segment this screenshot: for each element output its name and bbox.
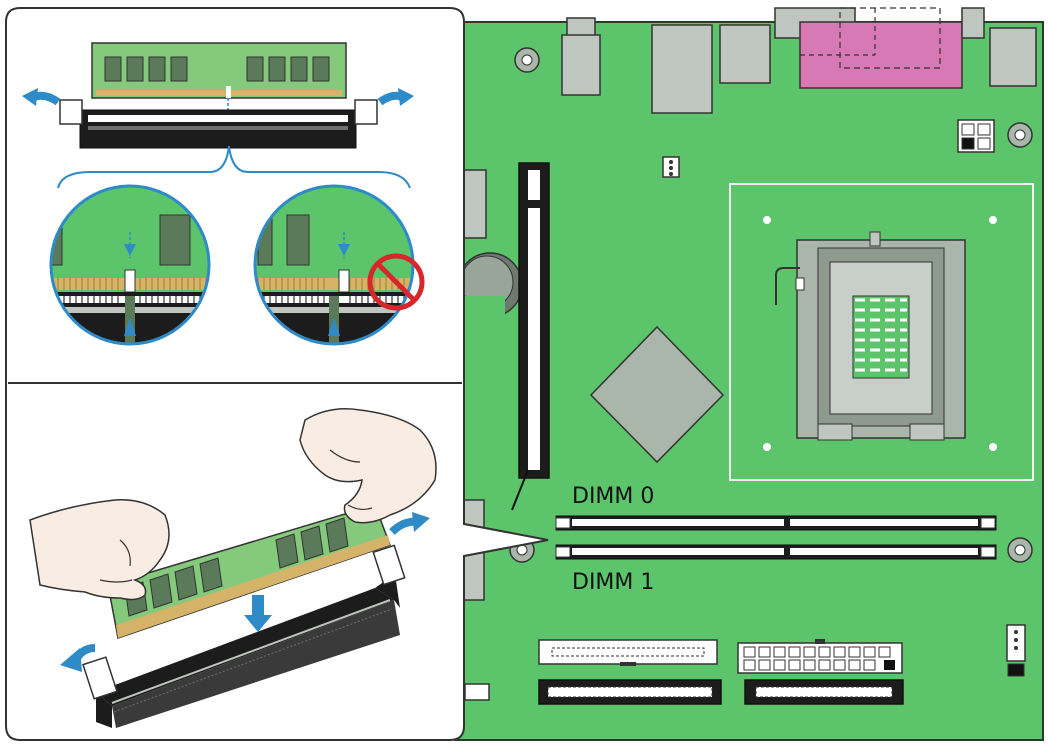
dimm-slot-perspective [82,544,406,728]
parallel-port [799,21,963,89]
left-hand [29,499,170,601]
module-alignment-detail [22,42,414,189]
prohibited-icon [367,253,425,311]
chipset-heatsink [589,325,725,464]
cpu-socket [729,183,1034,481]
side-header [463,169,487,239]
up-arrow-icon [328,318,340,336]
dimm-slot-1 [555,544,997,560]
right-hand [299,408,437,524]
zoom-bracket [57,145,411,189]
front-panel-header [464,683,490,701]
atx-power-connector [737,639,903,674]
cmos-battery [457,252,523,336]
mounting-holes [509,47,1033,563]
module-install-detail [29,408,437,728]
dimm-slot-0 [555,515,997,531]
audio-port [561,34,601,96]
down-arrow-icon [338,244,350,256]
dimm-0-label: DIMM 0 [572,484,654,509]
fan-header-top [662,156,680,178]
ethernet-port [651,24,713,114]
fan-header-right [1006,624,1026,677]
ps2-port [989,27,1037,87]
ide-connector [538,639,718,666]
callout-panel [5,7,549,741]
usb-port [719,24,771,84]
pcie-slot [511,162,550,511]
rear-io-ports [561,7,1037,114]
down-arrow-icon [124,244,136,256]
incorrect-alignment-zoom [253,184,425,346]
insert-arrow [244,595,272,632]
floppy-connector [538,679,722,705]
dimm-1-label: DIMM 1 [572,570,654,595]
dimm-slot-side [59,99,378,149]
atx-12v-connector [957,119,995,153]
up-arrow-icon [124,318,136,336]
motherboard: DIMM 0 DIMM 1 [454,7,1044,741]
sata-connector [744,679,904,705]
dimm-module [91,42,347,99]
correct-alignment-zoom [49,184,211,346]
